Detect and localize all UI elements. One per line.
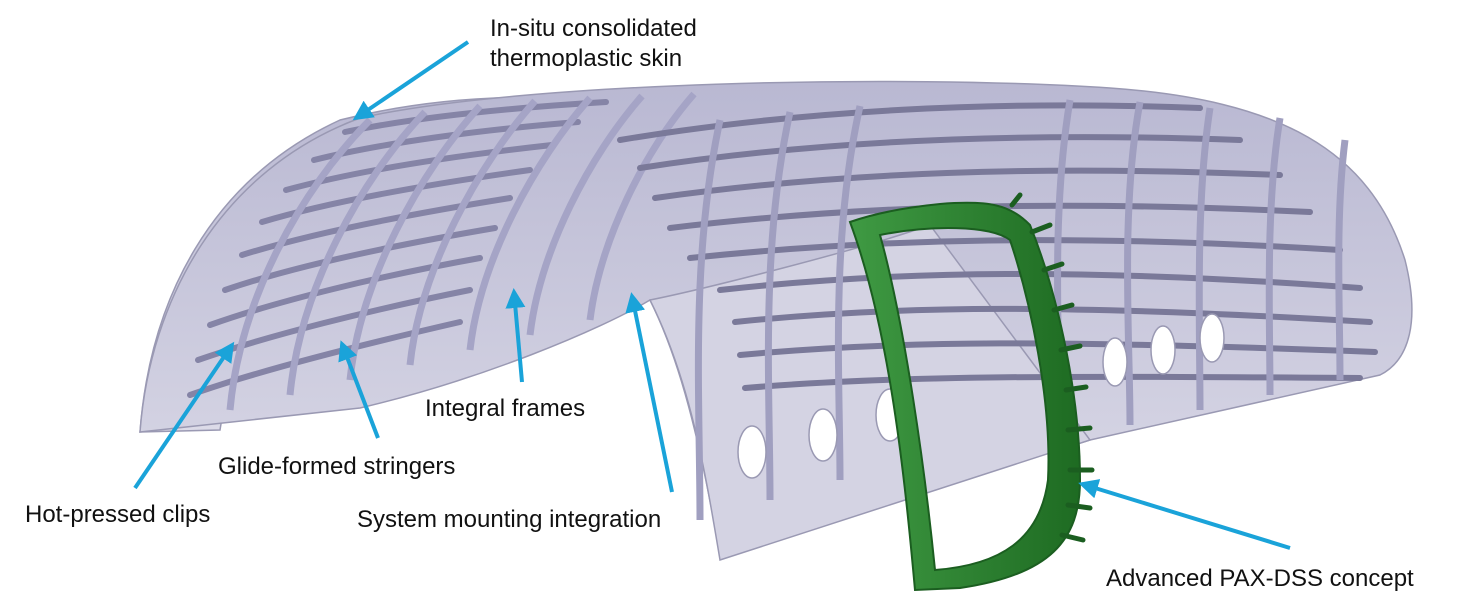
label-integral-frames: Integral frames <box>425 395 586 422</box>
frames-right <box>694 99 1349 521</box>
arrow-pax <box>1078 479 1291 550</box>
label-pax-dss-concept: Advanced PAX-DSS concept <box>1106 565 1414 592</box>
frames-left <box>226 91 697 411</box>
window <box>1150 325 1176 375</box>
label-hot-pressed-clips: Hot-pressed clips <box>25 501 211 528</box>
label-skin-line2: thermoplastic skin <box>490 45 683 72</box>
callout-arrows <box>133 40 1291 550</box>
pax-dss-door-frame <box>848 192 1095 592</box>
arrow-clips <box>133 341 235 490</box>
label-skin-line1: In-situ consolidated <box>490 15 697 42</box>
arrow-frames <box>505 288 526 383</box>
label-system-mounting-integration: System mounting integration <box>357 506 662 533</box>
label-thermoplastic-skin: In-situ consolidated thermoplastic skin <box>490 14 697 74</box>
window <box>737 425 767 479</box>
window <box>1199 313 1225 363</box>
window <box>1102 337 1128 387</box>
stringer-grid-left <box>187 99 609 398</box>
label-glide-formed-stringers: Glide-formed stringers <box>218 453 456 480</box>
window <box>808 408 838 462</box>
arrow-skin <box>352 40 470 121</box>
arrow-stringers <box>338 340 380 439</box>
arrow-system <box>625 292 674 493</box>
